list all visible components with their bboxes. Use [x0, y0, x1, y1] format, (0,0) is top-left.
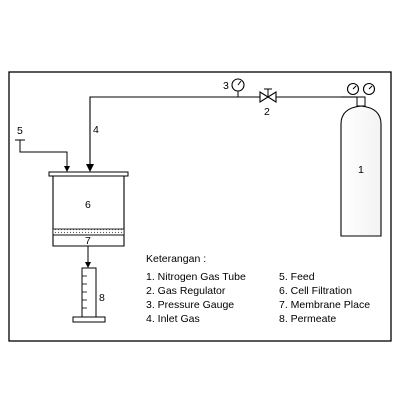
legend-item: 6. Cell Filtration [279, 285, 352, 297]
label-number-8: 8 [99, 292, 105, 304]
measuring-cylinder-body [81, 267, 97, 318]
permeate-arrowhead [85, 262, 91, 268]
cylinder-valve [356, 96, 366, 107]
legend-item: 8. Permeate [279, 313, 336, 325]
label-number-5: 5 [17, 125, 23, 137]
cell-filtration-rim [48, 171, 129, 177]
label-number-3: 3 [223, 80, 229, 92]
legend-item: 2. Gas Regulator [146, 285, 226, 297]
label-number-2: 2 [264, 106, 270, 118]
legend-item: 5. Feed [279, 271, 315, 283]
measuring-cylinder-base [72, 316, 106, 323]
label-number-7: 7 [85, 235, 91, 247]
legend-title: Keterangan : [146, 253, 206, 265]
gas-regulator-valve-icon [259, 91, 270, 103]
inlet-gas-arrowhead [86, 164, 94, 172]
gas-pipe-line [89, 96, 341, 166]
label-number-1: 1 [358, 164, 364, 176]
legend: Keterangan : 1. Nitrogen Gas Tube 2. Gas… [146, 253, 370, 325]
label-number-6: 6 [85, 199, 91, 211]
feed-arrowhead [64, 166, 70, 172]
cylinder-gauge-right-needle [368, 85, 373, 90]
label-number-4: 4 [93, 124, 99, 136]
legend-item: 7. Membrane Place [279, 299, 370, 311]
diagram-frame [8, 71, 392, 342]
legend-item: 3. Pressure Gauge [146, 299, 234, 311]
gas-regulator-valve-icon-right [266, 91, 277, 103]
measuring-cylinder-graduations [82, 275, 87, 309]
pressure-gauge-needle [237, 80, 242, 86]
legend-item: 4. Inlet Gas [146, 313, 200, 325]
cylinder-gauge-left-needle [352, 85, 357, 90]
legend-item: 1. Nitrogen Gas Tube [146, 271, 246, 283]
feed-line [19, 140, 68, 168]
